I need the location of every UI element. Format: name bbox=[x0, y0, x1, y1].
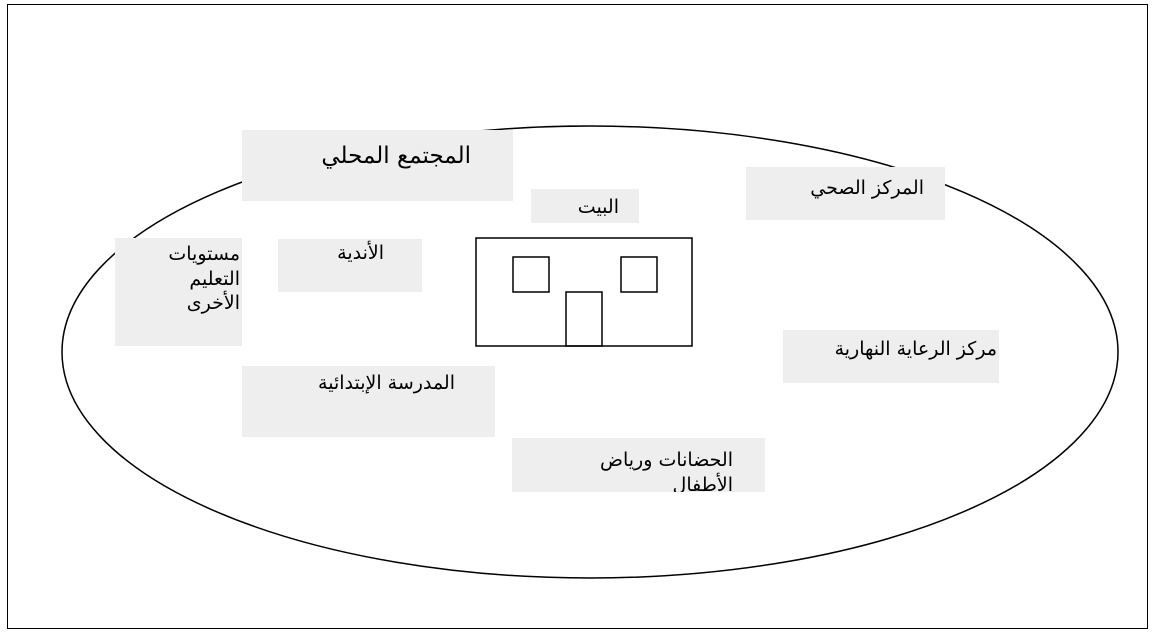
house-icon bbox=[475, 237, 693, 347]
day-care-label: مركز الرعاية النهارية bbox=[783, 330, 999, 383]
community-ellipse bbox=[61, 125, 1119, 579]
education-levels-label: مستويات التعليم الأخرى bbox=[115, 238, 242, 346]
primary-school-label: المدرسة الإبتدائية bbox=[242, 366, 495, 437]
health-center-label: المركز الصحي bbox=[746, 167, 945, 220]
community-label: المجتمع المحلي bbox=[242, 130, 513, 201]
nurseries-label: الحضانات ورياض الأطفال bbox=[512, 438, 765, 492]
home-label: البيت bbox=[531, 189, 639, 223]
clubs-label: الأندية bbox=[278, 239, 422, 292]
